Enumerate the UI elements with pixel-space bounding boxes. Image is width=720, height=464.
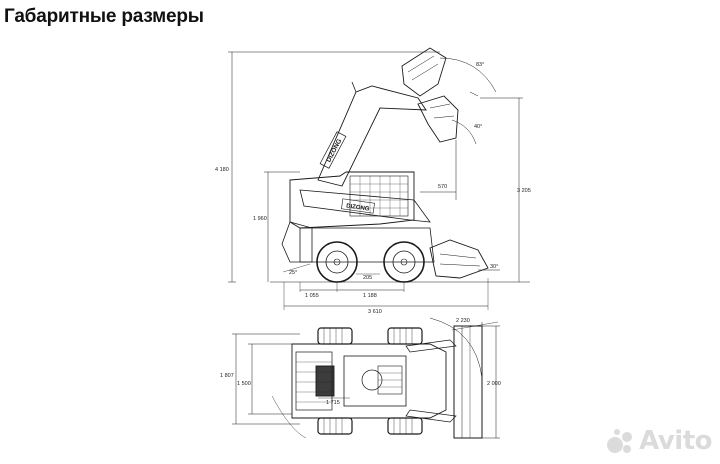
avito-logo-icon	[607, 429, 633, 453]
dim-body-width: 2 000	[487, 381, 501, 387]
top-view-dimensions: 2 230 1 807 1 500 2 000 1 715	[220, 318, 501, 406]
page-title: Габаритные размеры	[4, 6, 204, 27]
dim-dump-angle: 40°	[474, 124, 482, 130]
top-view	[232, 317, 500, 439]
dim-inner-small: 1 715	[326, 400, 340, 406]
dim-hinge-height: 3 205	[517, 188, 531, 194]
dim-width-outer: 1 807	[220, 373, 234, 379]
side-view-dimensions: 4 180 1 960 570 3 205 25° 205 1 055 1 18…	[215, 62, 531, 315]
dim-dump-angle-top: 83°	[476, 62, 484, 68]
watermark-text: Avito	[639, 426, 712, 456]
dim-wheelbase: 1 188	[363, 293, 377, 299]
dim-front-to-axle: 1 055	[305, 293, 319, 299]
arm-logo: DIZONG	[325, 138, 343, 164]
dim-ground-clearance: 205	[363, 275, 372, 281]
dim-cab-height: 1 960	[253, 216, 267, 222]
side-view: DIZONG	[228, 47, 530, 310]
body-logo: DIZONG	[346, 203, 370, 212]
avito-watermark: Avito	[605, 426, 712, 456]
dim-approach-angle: 25°	[289, 270, 297, 276]
dim-overall-height: 4 180	[215, 167, 229, 173]
dim-rollback-angle: 30°	[490, 264, 498, 270]
dim-overall-length: 3 610	[368, 309, 382, 315]
dim-width-track: 1 500	[237, 381, 251, 387]
dim-bucket-width: 2 230	[456, 318, 470, 324]
dim-dump-reach: 570	[438, 184, 447, 190]
